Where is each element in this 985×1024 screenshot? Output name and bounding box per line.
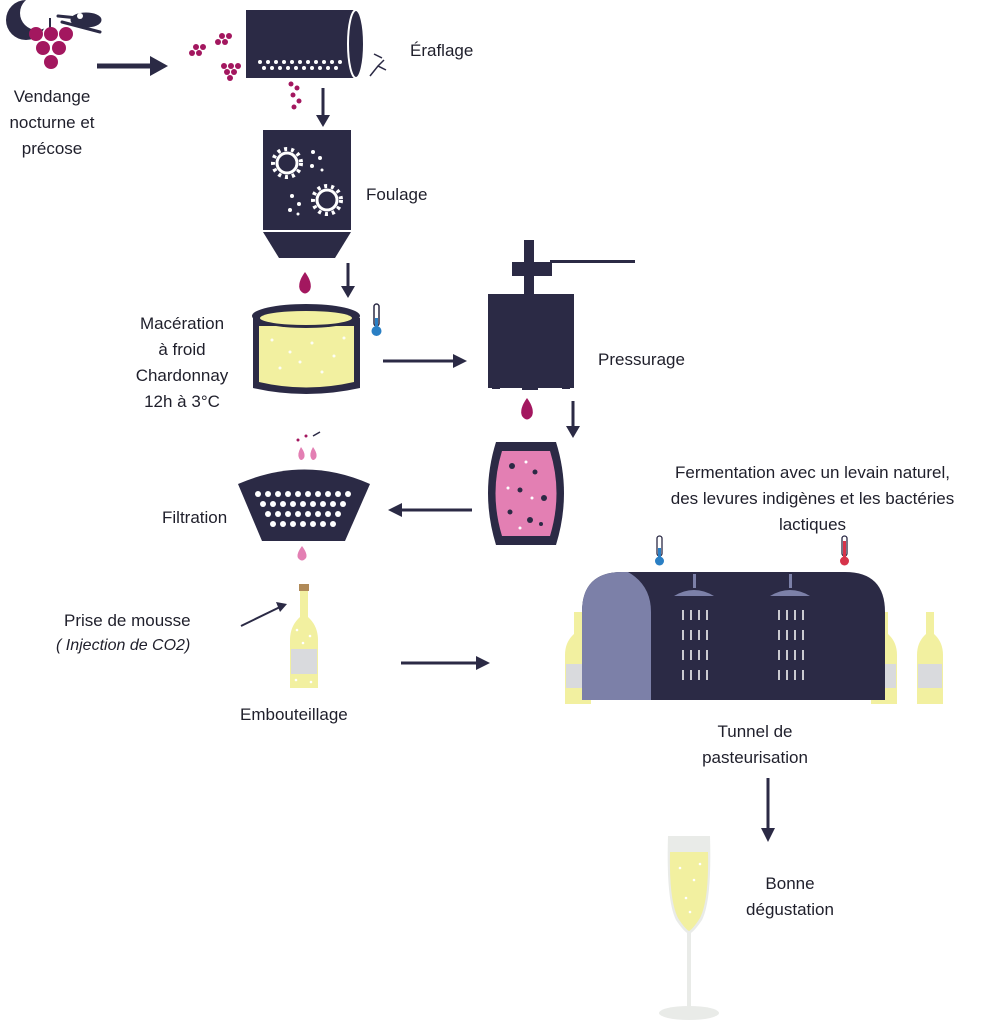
filter-drops-top: [296, 431, 321, 460]
label-filtration: Filtration: [162, 508, 228, 527]
label-injection-co2: ( Injection de CO2): [56, 637, 191, 654]
arrow-eraflage-to-foulage: [316, 88, 330, 127]
thermometer-hot-icon: [840, 535, 849, 566]
arrow-barrel-to-filtration: [388, 503, 472, 517]
arrow-maceration-to-pressurage: [383, 354, 467, 368]
label-embouteillage: Embouteillage: [240, 705, 348, 724]
tunnel-bottle-right-2: [917, 612, 943, 704]
press-icon: [488, 240, 635, 390]
arrow-vendange-to-eraflage: [97, 56, 168, 76]
arrow-pressurage-to-barrel: [566, 401, 580, 438]
label-prise-de-mousse: Prise de mousse: [64, 611, 191, 630]
arrow-embouteillage-to-tunnel: [401, 656, 490, 670]
press-juice-drop: [521, 398, 533, 420]
shower-left: [682, 610, 708, 680]
crusher-gears-icon: [263, 130, 351, 258]
falling-grapes: [288, 81, 302, 110]
small-grape-clusters: [189, 33, 241, 81]
shower-right: [778, 610, 804, 680]
filter-icon: [238, 469, 370, 541]
label-pressurage: Pressurage: [598, 350, 685, 369]
arrow-tunnel-to-degustation: [761, 778, 775, 842]
arrow-foulage-to-maceration: [341, 263, 355, 298]
secateurs-icon: [56, 12, 102, 34]
tank-thermometer-icon: [252, 303, 382, 394]
label-tunnel: Tunnel de pasteurisation: [702, 722, 808, 767]
champagne-flute-icon: [659, 836, 719, 1020]
label-vendange: Vendange nocturne et précose: [9, 87, 95, 158]
destemmer-drum-icon: [246, 9, 365, 79]
label-foulage: Foulage: [366, 185, 428, 204]
thermometer-cold-icon: [655, 535, 664, 566]
stems-icon: [369, 53, 387, 77]
pasteurization-tunnel-icon: [582, 572, 885, 700]
bottle-icon: [290, 584, 318, 688]
label-eraflage: Éraflage: [410, 41, 474, 60]
label-degustation: Bonne dégustation: [746, 874, 834, 919]
barrel-icon: [488, 442, 564, 545]
grape-cluster-icon: [29, 18, 73, 69]
label-fermentation: Fermentation avec un levain naturel, des…: [670, 463, 955, 534]
juice-drop: [299, 272, 311, 294]
arrow-prise-de-mousse: [240, 602, 287, 627]
label-maceration: Macération à froid Chardonnay 12h à 3°C: [135, 314, 229, 411]
filtered-drop: [297, 546, 307, 561]
